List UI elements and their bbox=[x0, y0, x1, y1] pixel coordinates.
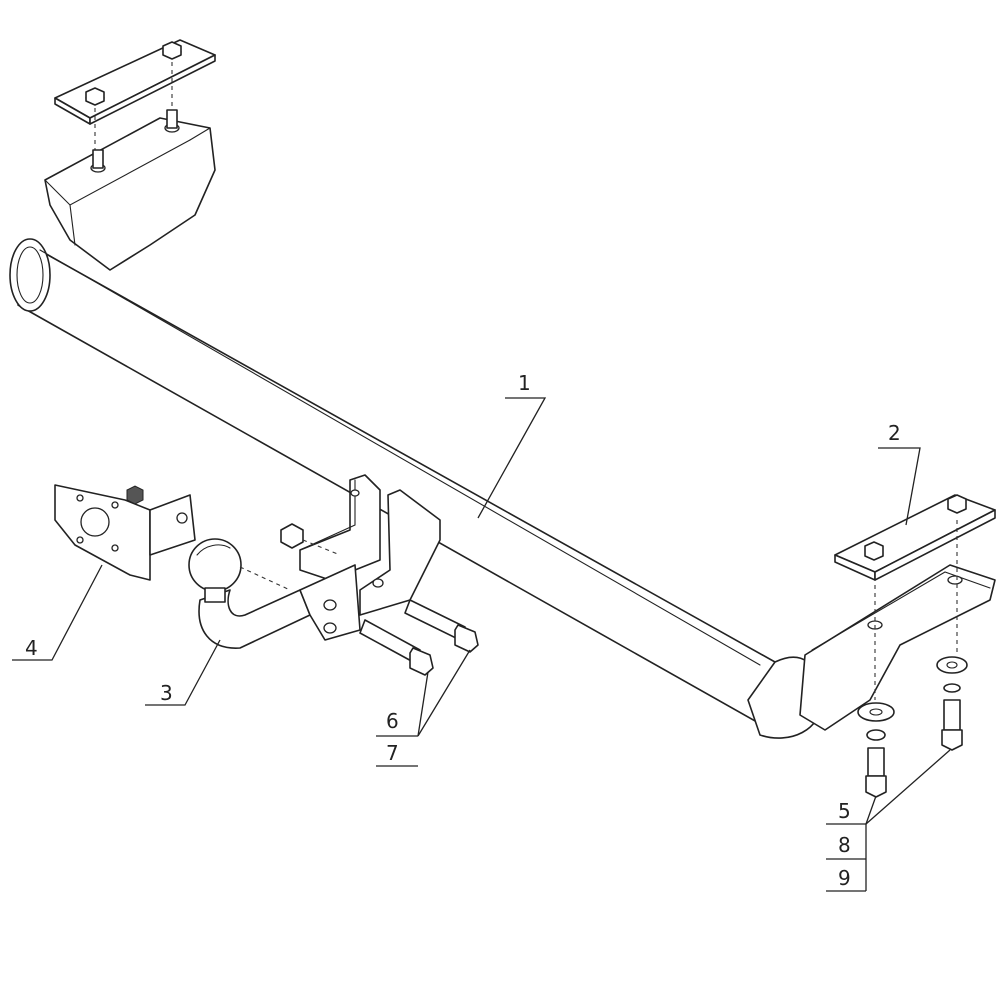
callout-3: 3 bbox=[145, 639, 221, 706]
callout-6: 6 bbox=[376, 709, 418, 737]
callout-label-5: 5 bbox=[838, 799, 851, 823]
callout-label-1: 1 bbox=[518, 371, 531, 395]
callout-label-2: 2 bbox=[888, 421, 901, 445]
ball-mount-bolts bbox=[359, 599, 479, 676]
right-bolts bbox=[865, 699, 963, 798]
socket-bracket bbox=[54, 484, 196, 581]
leader-line-6-7b bbox=[417, 649, 471, 737]
right-clamp-plate bbox=[834, 494, 996, 581]
callout-9: 9 bbox=[826, 824, 867, 892]
callout-label-3: 3 bbox=[160, 681, 173, 705]
ball-nut bbox=[280, 523, 341, 556]
callout-1: 1 bbox=[477, 371, 547, 519]
left-bracket bbox=[44, 109, 216, 271]
leader-line-3 bbox=[145, 639, 221, 706]
left-clamp-plate bbox=[54, 39, 216, 125]
callout-8: 8 bbox=[826, 833, 866, 860]
right-washers bbox=[857, 656, 968, 741]
leader-line-1 bbox=[477, 397, 547, 519]
leader-line-5a bbox=[865, 795, 877, 825]
callout-label-4: 4 bbox=[25, 636, 38, 660]
left-plate-nuts bbox=[85, 41, 182, 106]
leader-line-6-7 bbox=[417, 671, 429, 737]
callout-7: 7 bbox=[376, 649, 471, 767]
callout-2: 2 bbox=[878, 421, 921, 526]
tow-ball-arm bbox=[198, 564, 361, 649]
callout-label-7: 7 bbox=[386, 741, 399, 765]
callout-label-9: 9 bbox=[838, 866, 851, 890]
callout-5: 5 bbox=[826, 749, 951, 825]
left-bracket-axes bbox=[94, 62, 173, 150]
leader-line-2 bbox=[878, 447, 921, 526]
right-plate-nuts bbox=[864, 494, 967, 561]
tow-ball bbox=[188, 538, 242, 603]
callout-label-6: 6 bbox=[386, 709, 399, 733]
leader-line-5b bbox=[865, 749, 951, 825]
right-bracket-axes bbox=[874, 520, 958, 700]
callout-4: 4 bbox=[12, 564, 103, 661]
right-bracket bbox=[799, 564, 996, 731]
socket-bracket-bolt bbox=[126, 485, 144, 505]
callout-label-8: 8 bbox=[838, 833, 851, 857]
leader-line-4 bbox=[12, 564, 103, 661]
